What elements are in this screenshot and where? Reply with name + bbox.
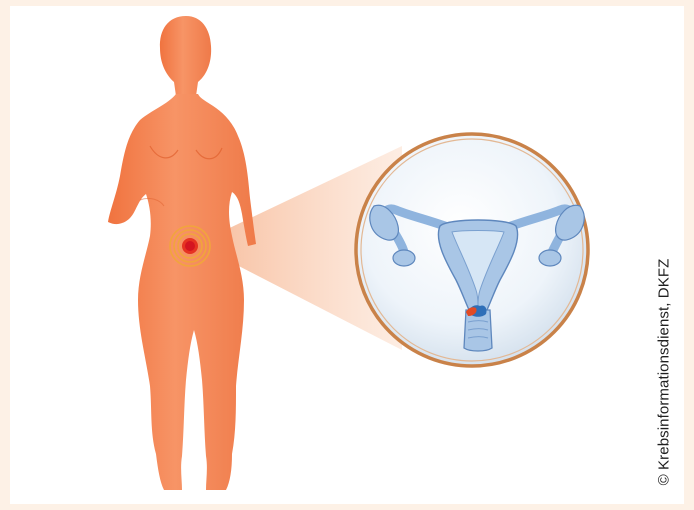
copyright-credit: © Krebsinformationsdienst, DKFZ bbox=[656, 259, 673, 486]
female-body-silhouette-icon bbox=[108, 16, 256, 490]
